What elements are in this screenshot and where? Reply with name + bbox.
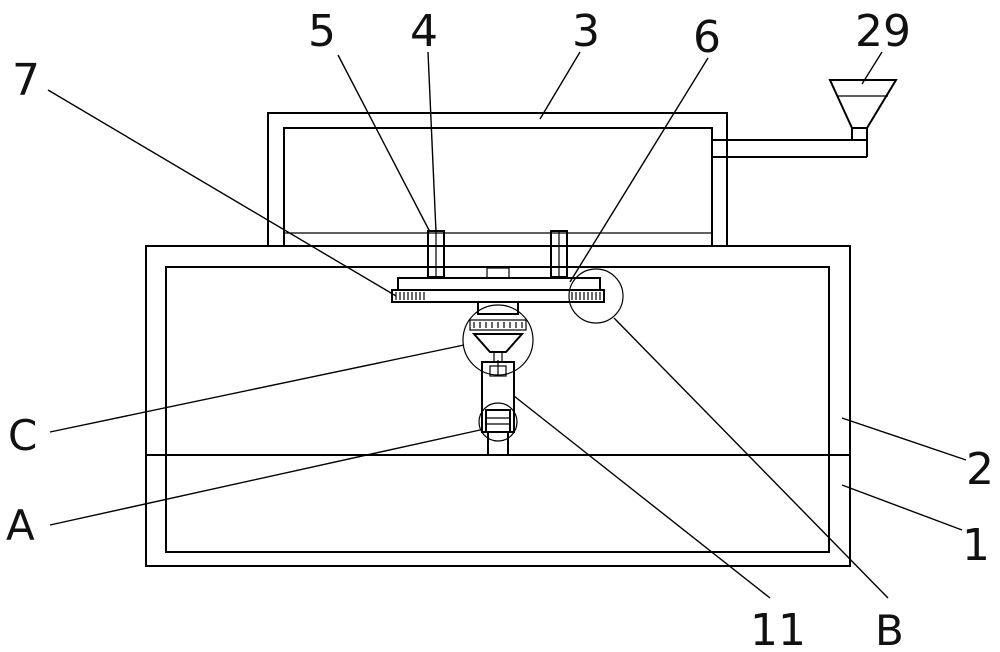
part-labels: 7 5 4 3 6 29 C A 11 B 2 1: [6, 6, 994, 652]
upper-box: [267, 112, 728, 246]
label-3: 3: [572, 6, 600, 57]
detail-circle-b: [568, 268, 624, 324]
label-11: 11: [750, 605, 806, 652]
guide-rods: [427, 230, 568, 279]
label-2: 2: [966, 444, 994, 495]
feed-hopper: [712, 79, 898, 158]
detail-circles: [462, 268, 624, 442]
detail-circle-a: [478, 402, 518, 442]
label-c: C: [8, 411, 37, 460]
label-4: 4: [410, 6, 438, 57]
leader-lines: [47, 51, 967, 599]
label-6: 6: [693, 12, 721, 63]
detail-circle-c: [462, 304, 534, 376]
rotating-plate: [391, 277, 605, 303]
crank-arm: [469, 301, 527, 455]
label-a: A: [6, 501, 35, 550]
label-29: 29: [855, 6, 911, 57]
label-7: 7: [12, 55, 40, 106]
label-5: 5: [308, 6, 336, 57]
label-1: 1: [962, 520, 990, 571]
label-b: B: [875, 606, 904, 652]
main-housing: [145, 245, 851, 567]
